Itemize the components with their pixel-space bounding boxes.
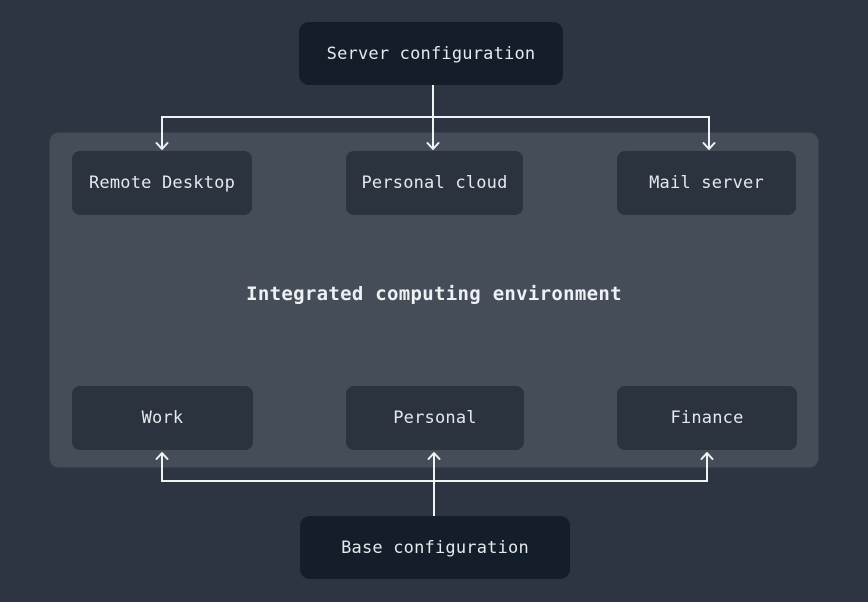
node-personal-cloud-label: Personal cloud (361, 173, 508, 193)
node-base-configuration-label: Base configuration (341, 537, 529, 558)
node-personal: Personal (346, 386, 524, 450)
environment-title: Integrated computing environment (246, 283, 622, 305)
node-mail-server: Mail server (617, 151, 796, 215)
node-remote-desktop-label: Remote Desktop (88, 173, 236, 193)
node-server-configuration-label: Server configuration (326, 43, 536, 64)
node-work-label: Work (141, 408, 184, 428)
node-base-configuration: Base configuration (300, 516, 570, 579)
node-finance: Finance (617, 386, 797, 450)
node-work: Work (72, 386, 253, 450)
node-server-configuration: Server configuration (299, 22, 563, 85)
node-finance-label: Finance (670, 408, 744, 428)
node-personal-label: Personal (393, 408, 477, 428)
node-mail-server-label: Mail server (649, 173, 764, 193)
node-personal-cloud: Personal cloud (346, 151, 523, 215)
node-remote-desktop: Remote Desktop (72, 151, 252, 215)
